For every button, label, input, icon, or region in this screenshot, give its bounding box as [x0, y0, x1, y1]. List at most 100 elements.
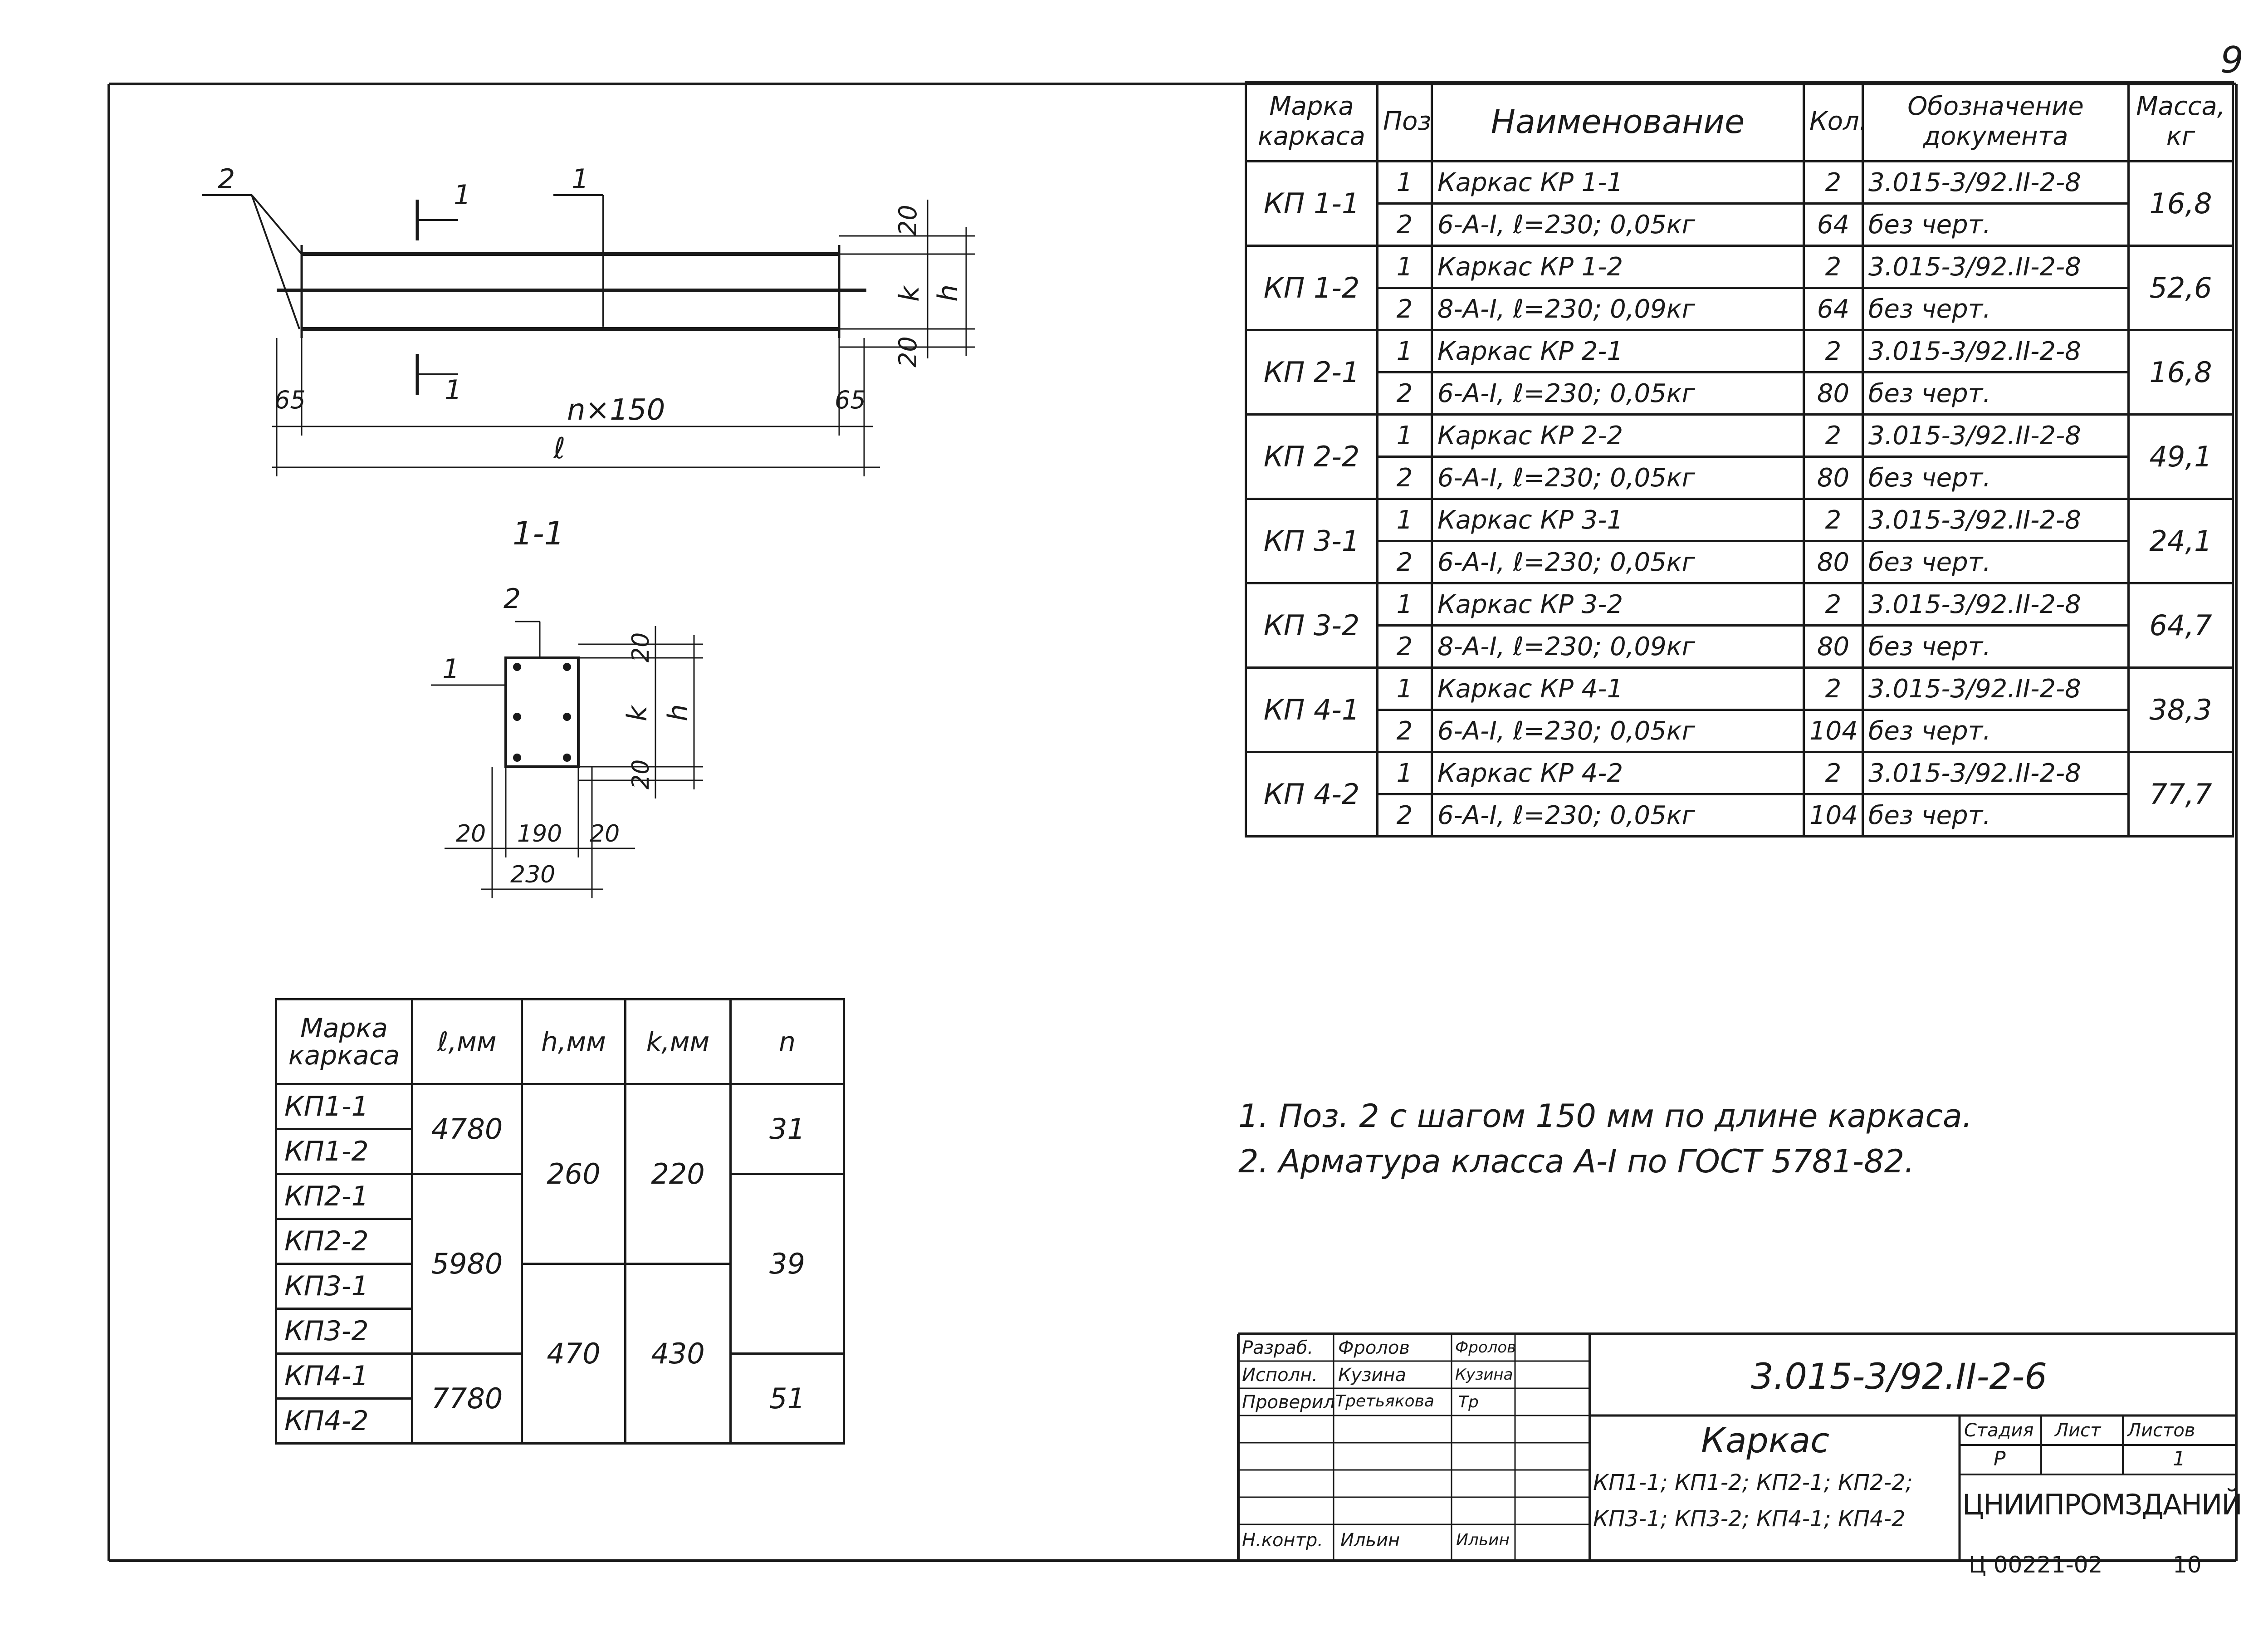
- dim-top-cover: 20: [894, 205, 922, 236]
- spec-qty: 2: [1803, 582, 1864, 627]
- spec-name: Каркас КР 3-2: [1431, 582, 1805, 627]
- spec-mark: КП 4-1: [1245, 666, 1378, 753]
- tb-role-4: Н.контр.: [1242, 1530, 1323, 1551]
- spec-doc: 3.015-3/92.II-2-8: [1862, 582, 2130, 627]
- title-block-frame: [1237, 1332, 2236, 1561]
- tb-role-2: Исполн.: [1242, 1365, 1318, 1386]
- spec-name: 6-А-I, ℓ=230; 0,05кг: [1431, 793, 1805, 838]
- spec-mass: 16,8: [2127, 160, 2234, 247]
- section-title: 1-1: [513, 515, 564, 552]
- cage-section: [431, 621, 703, 898]
- spec-pos: 1: [1376, 582, 1433, 627]
- spec-name: Каркас КР 1-1: [1431, 160, 1805, 205]
- dim-k-value: 430: [624, 1263, 732, 1445]
- spec-name: Каркас КР 3-1: [1431, 498, 1805, 542]
- dim-h: h: [932, 284, 964, 302]
- tb-stage-label: Стадия: [1964, 1420, 2034, 1441]
- note-2: 2. Арматура класса А-I по ГОСТ 5781-82.: [1238, 1143, 1915, 1180]
- spec-name: 8-А-I, ℓ=230; 0,09кг: [1431, 287, 1805, 331]
- spec-qty: 2: [1803, 329, 1864, 373]
- spec-pos: 1: [1376, 751, 1433, 795]
- dim-n-value: 39: [729, 1173, 845, 1355]
- spec-doc: без черт.: [1862, 202, 2130, 247]
- tb-sign-4: Ильин: [1456, 1531, 1510, 1549]
- spec-pos: 2: [1376, 287, 1433, 331]
- tb-subtitle-1: КП1-1; КП1-2; КП2-1; КП2-2;: [1593, 1470, 1913, 1495]
- spec-pos: 2: [1376, 371, 1433, 416]
- spec-qty: 80: [1803, 540, 1864, 584]
- tb-name-3: Третьякова: [1335, 1392, 1434, 1411]
- dim-k-value: 220: [624, 1083, 732, 1265]
- dim-bottom-cover: 20: [894, 336, 922, 367]
- spec-doc: 3.015-3/92.II-2-8: [1862, 160, 2130, 205]
- tb-name-1: Фролов: [1338, 1337, 1410, 1358]
- spec-mass: 52,6: [2127, 245, 2234, 331]
- note-1: 1. Поз. 2 с шагом 150 мм по длине каркас…: [1238, 1097, 1973, 1135]
- dim-length: ℓ: [553, 432, 565, 465]
- spec-name: Каркас КР 2-1: [1431, 329, 1805, 373]
- tb-role-3: Проверил: [1242, 1392, 1335, 1413]
- dim-l-value: 4780: [411, 1083, 523, 1175]
- dim-n-value: 31: [729, 1083, 845, 1175]
- dim-row: КП3-1 470 430: [275, 1263, 844, 1445]
- spec-name: 6-А-I, ℓ=230; 0,05кг: [1431, 202, 1805, 247]
- spec-qty: 80: [1803, 456, 1864, 500]
- spec-mark: КП 3-1: [1245, 498, 1378, 584]
- spec-doc: без черт.: [1862, 793, 2130, 838]
- spec-doc: без черт.: [1862, 540, 2130, 584]
- section-labels: 2 1 20 20 k h 20 190 20 230: [442, 583, 694, 888]
- spec-mark: КП 1-1: [1245, 160, 1378, 247]
- tb-role-1: Разраб.: [1242, 1337, 1314, 1358]
- spec-mark: КП 2-1: [1245, 329, 1378, 416]
- dim-row: КП4-2: [275, 1397, 844, 1445]
- spec-qty: 2: [1803, 751, 1864, 795]
- spec-pos: 2: [1376, 456, 1433, 500]
- spec-header-doc: Обозначение документа: [1862, 81, 2130, 162]
- spec-doc: 3.015-3/92.II-2-8: [1862, 329, 2130, 373]
- spec-pos: 2: [1376, 709, 1433, 753]
- spec-mass: 16,8: [2127, 329, 2234, 416]
- dim-mark: КП1-1: [275, 1083, 413, 1130]
- spec-doc: 3.015-3/92.II-2-8: [1862, 498, 2130, 542]
- dim-header-n: n: [729, 998, 845, 1085]
- dim-end-right: 65: [835, 386, 866, 414]
- spec-header-mass: Масса, кг: [2127, 81, 2234, 162]
- dim-header-mark: Марка каркаса: [275, 998, 413, 1085]
- spec-mass: 64,7: [2127, 582, 2234, 669]
- spec-name: Каркас КР 4-1: [1431, 666, 1805, 711]
- spec-pos: 2: [1376, 793, 1433, 838]
- dim-mark: КП1-2: [275, 1128, 413, 1175]
- dim-spacing: n×150: [567, 393, 665, 427]
- spec-mark: КП 2-2: [1245, 413, 1378, 500]
- dim-row: КП4-1 7780 51: [275, 1352, 845, 1445]
- spec-header-mark: Марка каркаса: [1245, 81, 1378, 162]
- spec-mark: КП 1-2: [1245, 245, 1378, 331]
- dim-header-h: h,мм: [521, 998, 626, 1085]
- spec-qty: 104: [1803, 793, 1864, 838]
- spec-pos: 1: [1376, 413, 1433, 458]
- spec-doc: без черт.: [1862, 709, 2130, 753]
- spec-pos: 2: [1376, 202, 1433, 247]
- spec-doc: без черт.: [1862, 624, 2130, 669]
- spec-doc: 3.015-3/92.II-2-8: [1862, 413, 2130, 458]
- spec-pos: 2: [1376, 624, 1433, 669]
- tb-sheets-label: Листов: [2127, 1420, 2195, 1441]
- spec-mark: КП 4-2: [1245, 751, 1378, 838]
- dim-h-value: 260: [521, 1083, 626, 1265]
- dim-k: k: [894, 285, 925, 302]
- tb-sheet-label: Лист: [2055, 1420, 2101, 1441]
- section-callout-bar2: 2: [503, 583, 521, 615]
- tb-title: Каркас: [1701, 1420, 1830, 1460]
- tb-sheets: 1: [2173, 1447, 2185, 1470]
- dim-l-value: 5980: [411, 1173, 523, 1355]
